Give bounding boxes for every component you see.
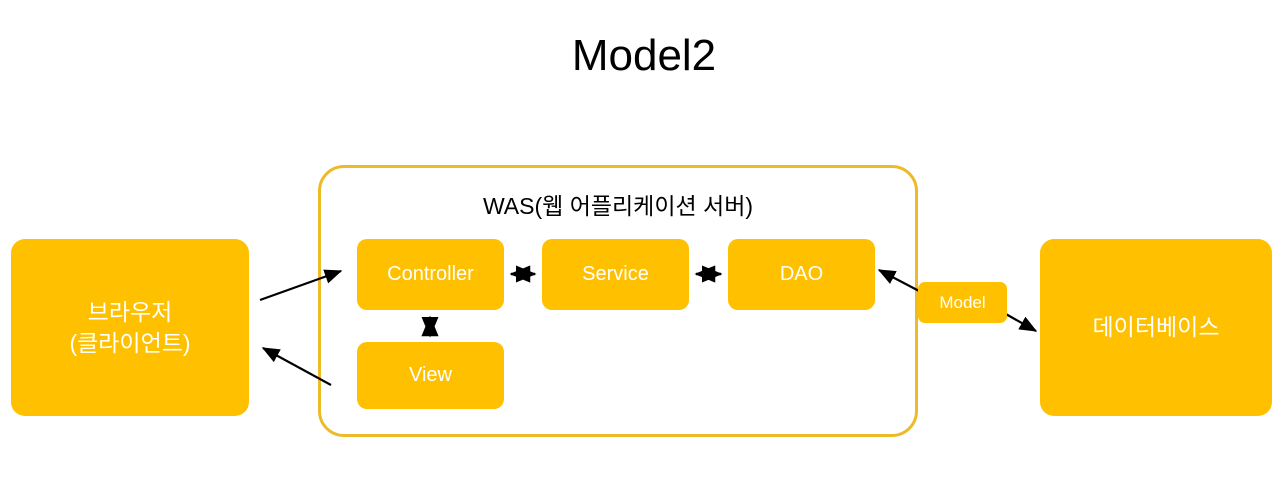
- database-node[interactable]: 데이터베이스: [1040, 239, 1272, 416]
- controller-node[interactable]: Controller: [357, 239, 504, 310]
- model-node[interactable]: Model: [918, 282, 1007, 323]
- service-node[interactable]: Service: [542, 239, 689, 310]
- view-node[interactable]: View: [357, 342, 504, 409]
- arrow-model-to-database: [1003, 312, 1038, 332]
- was-label: WAS(웹 어플리케이션 서버): [482, 193, 754, 219]
- dao-node[interactable]: DAO: [728, 239, 875, 310]
- page-title: Model2: [571, 31, 717, 80]
- browser-client-node[interactable]: 브라우저 (클라이언트): [11, 239, 249, 416]
